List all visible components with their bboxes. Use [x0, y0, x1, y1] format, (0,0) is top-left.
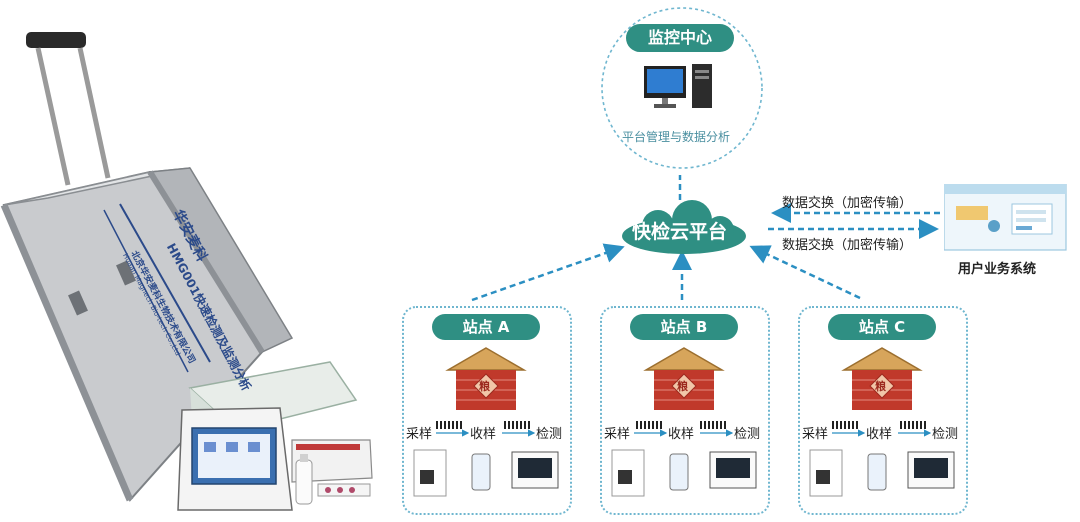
monitor-center-title: 监控中心	[626, 24, 734, 52]
flow-step-receive: 收样	[668, 427, 695, 442]
phone-icon	[867, 453, 887, 491]
granary-char: 粮	[479, 380, 490, 393]
station-b-title: 站点 B	[630, 314, 738, 340]
barcode-icon	[832, 421, 860, 429]
station-b	[600, 306, 770, 515]
cloud-icon	[622, 200, 746, 254]
station-a-title: 站点 A	[432, 314, 540, 340]
station-c-title: 站点 C	[828, 314, 936, 340]
flow-step-detect: 检测	[932, 427, 959, 442]
station-a	[402, 306, 572, 515]
barcode-icon	[700, 421, 728, 429]
flow-step-sample: 采样	[802, 427, 829, 442]
granary-icon	[643, 347, 725, 410]
web-screen-icon	[944, 184, 1067, 251]
granary-char: 粮	[677, 380, 688, 393]
barcode-icon	[436, 421, 464, 429]
flow-step-sample: 采样	[406, 427, 433, 442]
flow-step-sample: 采样	[604, 427, 631, 442]
barcode-icon	[898, 421, 926, 429]
phone-icon	[669, 453, 689, 491]
phone-icon	[471, 453, 491, 491]
flow-step-detect: 检测	[734, 427, 761, 442]
data-exchange-bottom-label: 数据交换（加密传输）	[782, 238, 913, 253]
data-exchange-top-label: 数据交换（加密传输）	[782, 196, 913, 211]
barcode-icon	[634, 421, 662, 429]
granary-char: 粮	[875, 380, 886, 393]
flow-step-detect: 检测	[536, 427, 563, 442]
granary-icon	[841, 347, 923, 410]
monitor-center-boundary	[601, 7, 763, 169]
cloud-platform-label: 快检云平台	[632, 221, 728, 243]
desktop-computer-icon	[644, 64, 712, 108]
monitor-center-caption: 平台管理与数据分析	[622, 130, 731, 144]
device-product-photo	[0, 32, 373, 511]
flow-step-receive: 收样	[866, 427, 893, 442]
granary-icon	[445, 347, 527, 410]
barcode-icon	[502, 421, 530, 429]
station-c	[798, 306, 968, 515]
flow-step-receive: 收样	[470, 427, 497, 442]
user-system-label: 用户业务系统	[958, 262, 1037, 277]
arrow-station-a-to-cloud	[471, 243, 625, 302]
